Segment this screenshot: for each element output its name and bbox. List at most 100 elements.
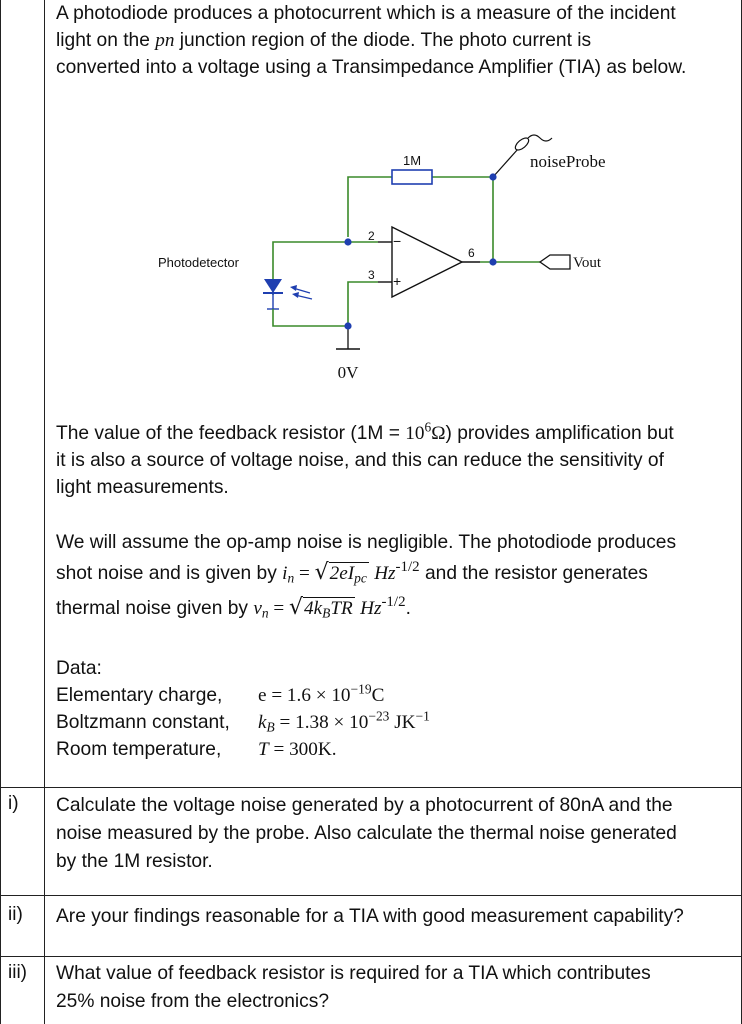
probe-icon bbox=[514, 137, 530, 151]
math-sub: n bbox=[261, 605, 269, 621]
probe-line bbox=[492, 148, 519, 178]
intro-line: converted into a voltage using a Transim… bbox=[56, 57, 687, 78]
radicand: 4kBTR bbox=[303, 597, 355, 620]
feedback-resistor bbox=[391, 169, 433, 185]
math-exp: 6 bbox=[424, 419, 432, 435]
noninverting-sign: + bbox=[393, 273, 401, 289]
ground-label: 0V bbox=[338, 363, 360, 382]
math-sub: B bbox=[322, 605, 331, 621]
noise-paragraph: We will assume the op-amp noise is negli… bbox=[56, 529, 736, 626]
math: Hz bbox=[360, 598, 382, 619]
data-unit: JK bbox=[389, 712, 416, 733]
data-exp: −23 bbox=[368, 708, 390, 724]
feedback-line: The value of the feedback resistor (1M =… bbox=[56, 420, 736, 447]
row-divider bbox=[0, 895, 742, 896]
feedback-line: light measurements. bbox=[56, 477, 229, 498]
math: 2eI bbox=[329, 563, 355, 584]
question-line: by the 1M resistor. bbox=[56, 851, 213, 872]
inverting-input-wire bbox=[272, 241, 378, 295]
data-row-charge: Elementary charge, e = 1.6 × 10−19C bbox=[56, 682, 384, 709]
question-line: 25% noise from the electronics? bbox=[56, 991, 330, 1012]
noninverting-input-wire bbox=[347, 281, 378, 326]
math: v bbox=[253, 598, 262, 619]
table-column-divider bbox=[44, 0, 45, 1024]
junction-node bbox=[489, 258, 497, 266]
junction-node bbox=[344, 238, 352, 246]
text: . bbox=[405, 598, 411, 619]
junction-node bbox=[344, 322, 352, 330]
question-i: Calculate the voltage noise generated by… bbox=[56, 792, 736, 876]
op-amp bbox=[391, 225, 464, 299]
text: The value of the feedback resistor (1M = bbox=[56, 423, 406, 444]
math-sub: n bbox=[287, 570, 295, 586]
math: Hz bbox=[374, 563, 396, 584]
question-line: Are your findings reasonable for a TIA w… bbox=[56, 906, 684, 927]
text: junction region of the diode. The photo … bbox=[174, 30, 592, 51]
data-exp: −1 bbox=[415, 708, 430, 724]
math-exp: -1/2 bbox=[381, 593, 406, 610]
data-label: Elementary charge, bbox=[56, 685, 223, 706]
data-label: Room temperature, bbox=[56, 739, 222, 760]
intro-line: light on the pn junction region of the d… bbox=[56, 27, 736, 54]
pin-2-label: 2 bbox=[368, 229, 375, 243]
sqrt-icon: √ bbox=[288, 595, 304, 620]
intro-paragraph: A photodiode produces a photocurrent whi… bbox=[56, 0, 736, 81]
probe-wave-icon bbox=[527, 134, 553, 142]
text: shot noise and is given by bbox=[56, 563, 283, 584]
photodetector-label: Photodetector bbox=[158, 255, 240, 270]
text: thermal noise given by bbox=[56, 598, 254, 619]
question-line: noise measured by the probe. Also calcul… bbox=[56, 823, 677, 844]
row-divider bbox=[0, 956, 742, 957]
math: = bbox=[268, 598, 289, 619]
question-number: ii) bbox=[8, 904, 23, 925]
probe-label: noiseProbe bbox=[530, 152, 606, 171]
data-value: e = 1.6 × 10 bbox=[258, 685, 351, 706]
arrow-head-icon bbox=[290, 285, 297, 291]
question-number: i) bbox=[8, 793, 19, 814]
row-divider bbox=[0, 787, 742, 788]
data-exp: −19 bbox=[350, 681, 372, 697]
text: and the resistor generates bbox=[419, 563, 648, 584]
junction-node bbox=[489, 173, 497, 181]
data-row-boltzmann: Boltzmann constant, kB = 1.38 × 10−23 JK−… bbox=[56, 709, 430, 736]
data-value: = 1.38 × 10 bbox=[274, 712, 369, 733]
question-number: iii) bbox=[8, 962, 27, 983]
data-value: T bbox=[258, 739, 269, 760]
math: TR bbox=[330, 598, 353, 619]
question-line: Calculate the voltage noise generated by… bbox=[56, 795, 673, 816]
math-sub: pc bbox=[354, 570, 367, 586]
pin-3-label: 3 bbox=[368, 268, 375, 282]
sqrt-icon: √ bbox=[314, 560, 329, 585]
tia-circuit-diagram: 1M 2 3 6 − + Vout noiseProbe Photodetect… bbox=[158, 134, 606, 382]
noise-line: shot noise and is given by in = √2eIpc H… bbox=[56, 556, 736, 591]
data-value: k bbox=[258, 712, 267, 733]
vout-port bbox=[538, 254, 571, 270]
feedback-paragraph: The value of the feedback resistor (1M =… bbox=[56, 420, 736, 501]
data-label: Boltzmann constant, bbox=[56, 712, 230, 733]
math: i bbox=[282, 563, 288, 584]
data-row-temperature: Room temperature, T = 300K. bbox=[56, 736, 337, 763]
radicand: 2eIpc bbox=[328, 562, 369, 586]
noise-line: thermal noise given by vn = √4kBTR Hz-1/… bbox=[56, 591, 736, 626]
text: light on the bbox=[56, 30, 156, 51]
feedback-wire-right bbox=[432, 176, 494, 262]
resistor-label: 1M bbox=[403, 153, 421, 168]
text: ) provides amplification but bbox=[445, 423, 674, 444]
feedback-wire-left bbox=[347, 176, 392, 237]
data-value: = 300K. bbox=[268, 739, 337, 760]
data-unit: C bbox=[371, 685, 385, 706]
table-left-border bbox=[0, 0, 1, 1024]
math: = bbox=[294, 563, 315, 584]
ohm-symbol: Ω bbox=[431, 423, 446, 444]
vout-label: Vout bbox=[573, 255, 602, 271]
noise-line: We will assume the op-amp noise is negli… bbox=[56, 532, 677, 553]
pin-6-label: 6 bbox=[468, 246, 475, 260]
question-iii: What value of feedback resistor is requi… bbox=[56, 960, 736, 1016]
feedback-line: it is also a source of voltage noise, an… bbox=[56, 450, 664, 471]
question-ii: Are your findings reasonable for a TIA w… bbox=[56, 903, 736, 930]
ground-wire bbox=[272, 309, 348, 327]
photodiode-icon bbox=[264, 279, 282, 293]
data-sub: B bbox=[266, 719, 275, 735]
intro-line: A photodiode produces a photocurrent whi… bbox=[56, 3, 676, 24]
question-line: What value of feedback resistor is requi… bbox=[56, 963, 651, 984]
